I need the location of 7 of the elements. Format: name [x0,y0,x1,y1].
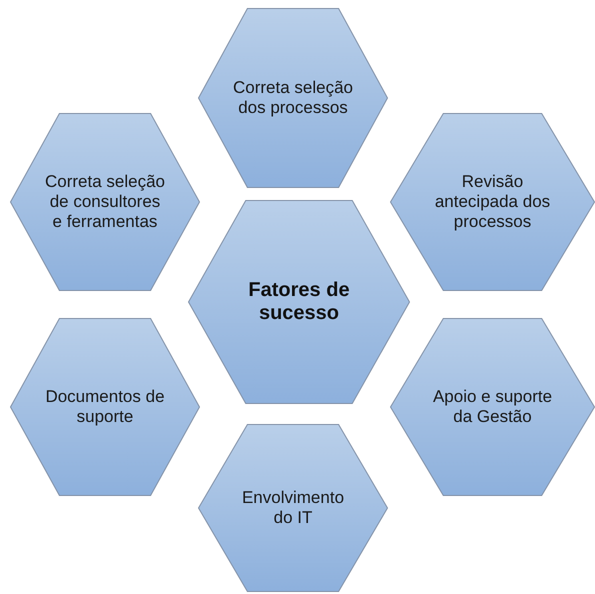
factor-text: Apoio e suporte da Gestão [432,387,554,427]
factor-text: Documentos de suporte [44,387,166,427]
factor-text: Envolvimento do IT [240,488,346,528]
factor-text: Correta seleção dos processos [232,78,354,118]
factor-text: Correta seleção de consultores e ferramentas [44,172,166,232]
central-title: Fatores de sucesso [247,279,351,325]
factor-text: Revisão antecipada dos processos [434,172,552,232]
